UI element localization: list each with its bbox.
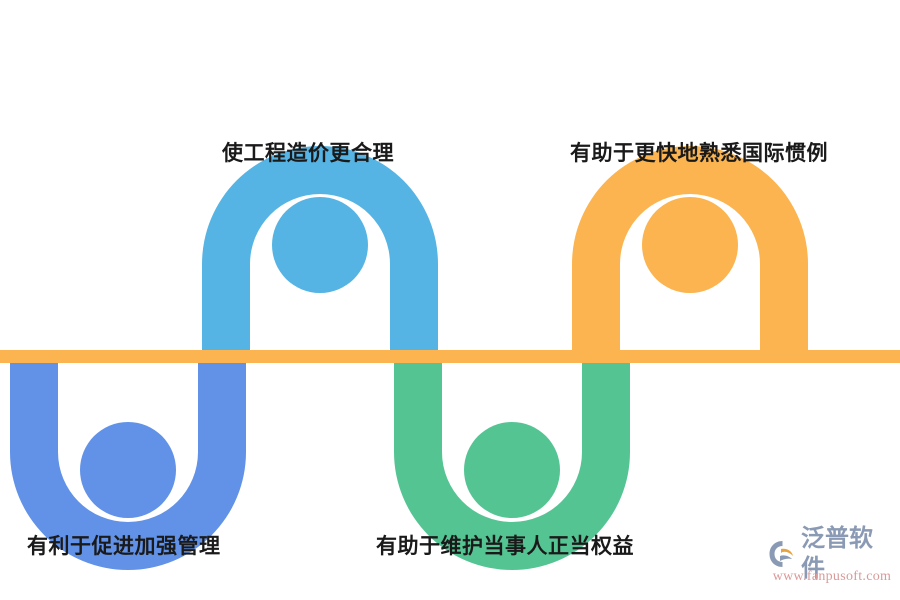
watermark-url-text: www.fanpusoft.com bbox=[772, 569, 892, 584]
node-circle-top-1 bbox=[272, 197, 368, 293]
node-arc-top-2 bbox=[572, 146, 808, 360]
watermark-brand-text: 泛普软件 bbox=[801, 525, 873, 582]
node-label-top-2: 有助于更快地熟悉国际惯例 bbox=[570, 142, 828, 165]
node-circle-top-2 bbox=[642, 197, 738, 293]
node-shape-bottom-1[interactable] bbox=[10, 356, 246, 570]
node-label-bottom-1: 有利于促进加强管理 bbox=[27, 535, 221, 558]
node-circle-bottom-2 bbox=[464, 422, 560, 518]
baseline-axis bbox=[0, 350, 900, 363]
node-arc-top-1 bbox=[202, 146, 438, 360]
watermark-brand-row: 泛普软件 bbox=[768, 525, 896, 582]
node-shape-bottom-2[interactable] bbox=[394, 356, 630, 570]
node-label-top-1: 使工程造价更合理 bbox=[222, 142, 394, 165]
node-shape-top-2[interactable] bbox=[572, 146, 808, 360]
watermark-logo: 泛普软件 www.fanpusoft.com bbox=[768, 525, 896, 590]
node-shape-top-1[interactable] bbox=[202, 146, 438, 360]
node-label-bottom-2: 有助于维护当事人正当权益 bbox=[376, 535, 634, 558]
node-arc-bottom-2 bbox=[394, 356, 630, 570]
fanpu-logo-icon bbox=[769, 541, 793, 567]
node-circle-bottom-1 bbox=[80, 422, 176, 518]
node-arc-bottom-1 bbox=[10, 356, 246, 570]
